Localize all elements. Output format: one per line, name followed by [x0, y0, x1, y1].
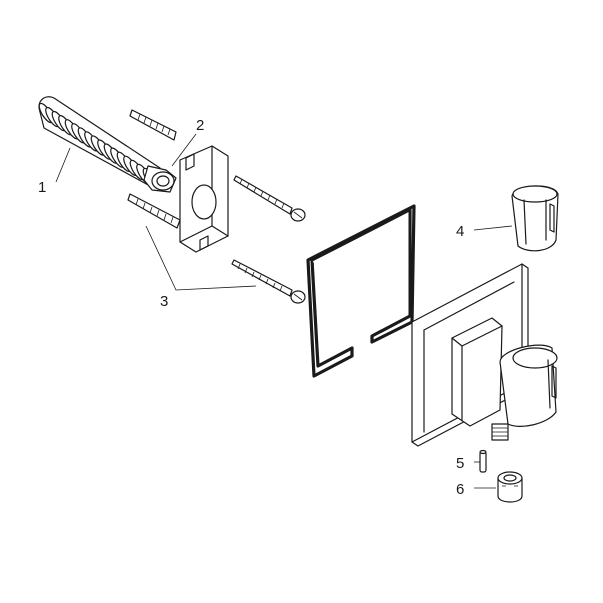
callout-1: 1: [38, 179, 46, 196]
callout-6: 6: [456, 481, 464, 498]
callout-2: 2: [196, 117, 204, 134]
screw-lower: [231, 259, 306, 304]
wall-outlet-body: [411, 263, 558, 447]
sealing-gasket: [306, 204, 416, 378]
shower-holder-insert: [511, 185, 559, 252]
callout-3: 3: [160, 293, 168, 310]
callout-5: 5: [456, 455, 464, 472]
callout-leaders: [55, 133, 513, 489]
screw-upper: [233, 175, 306, 222]
hose-fitting: [143, 165, 177, 193]
flexible-hose: [38, 96, 177, 193]
threaded-nut: [497, 471, 523, 503]
wall-dowel-lower: [127, 193, 181, 229]
mounting-bracket: [179, 145, 229, 253]
wall-dowel-upper: [129, 109, 177, 141]
pin: [479, 449, 487, 473]
callout-4: 4: [456, 223, 464, 240]
screws-and-dowels: [127, 109, 306, 304]
